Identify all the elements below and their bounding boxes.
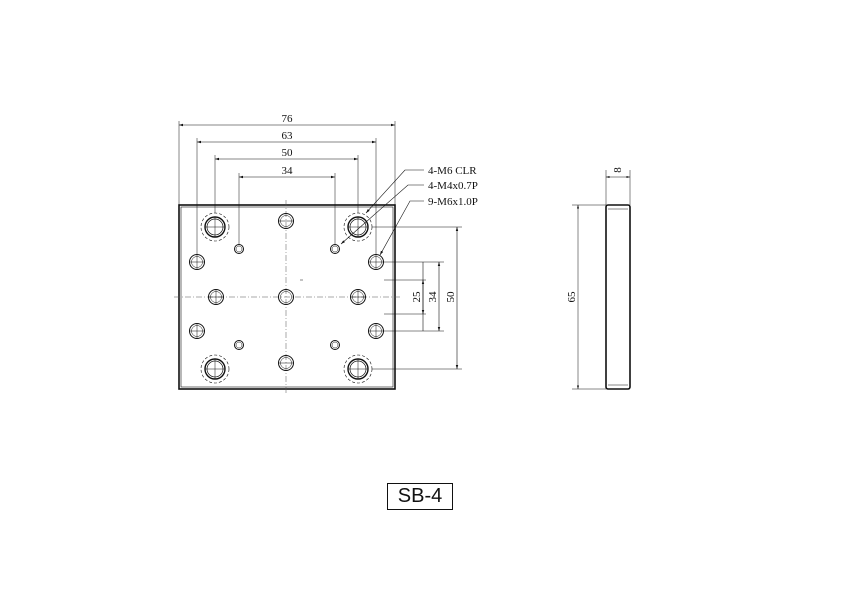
dim-width-76: 76 xyxy=(282,113,294,125)
dim-width-50: 50 xyxy=(282,147,294,159)
hole-center-marks xyxy=(190,217,383,379)
side-height-dimension xyxy=(572,204,606,390)
callout-m4: 4-M4x0.7P xyxy=(428,180,478,192)
dim-height-34: 34 xyxy=(427,291,439,303)
horizontal-dimension-lines xyxy=(179,123,395,179)
horizontal-extension-lines xyxy=(178,121,396,255)
plate-inner-edge xyxy=(180,206,394,388)
callout-m6-clr: 4-M6 CLR xyxy=(428,165,477,177)
m4-holes xyxy=(234,244,340,350)
vertical-extension-lines xyxy=(300,226,462,370)
side-plate-outline xyxy=(605,204,631,390)
side-thickness-dimension xyxy=(605,170,631,205)
callout-m6-tapped: 9-M6x1.0P xyxy=(428,196,478,208)
dim-width-34: 34 xyxy=(282,165,294,177)
dim-height-50: 50 xyxy=(445,291,457,303)
part-label: SB-4 xyxy=(387,483,453,510)
dim-height-65: 65 xyxy=(566,291,578,303)
dim-height-25: 25 xyxy=(411,291,423,303)
vertical-dimension-lines xyxy=(384,227,459,369)
callout-leaders xyxy=(340,169,424,256)
dim-width-63: 63 xyxy=(282,130,294,142)
dim-thickness-8: 8 xyxy=(612,167,624,173)
top-view: 76 63 50 34 25 34 50 4-M6 xyxy=(174,113,478,394)
side-view: 8 65 xyxy=(566,167,631,390)
